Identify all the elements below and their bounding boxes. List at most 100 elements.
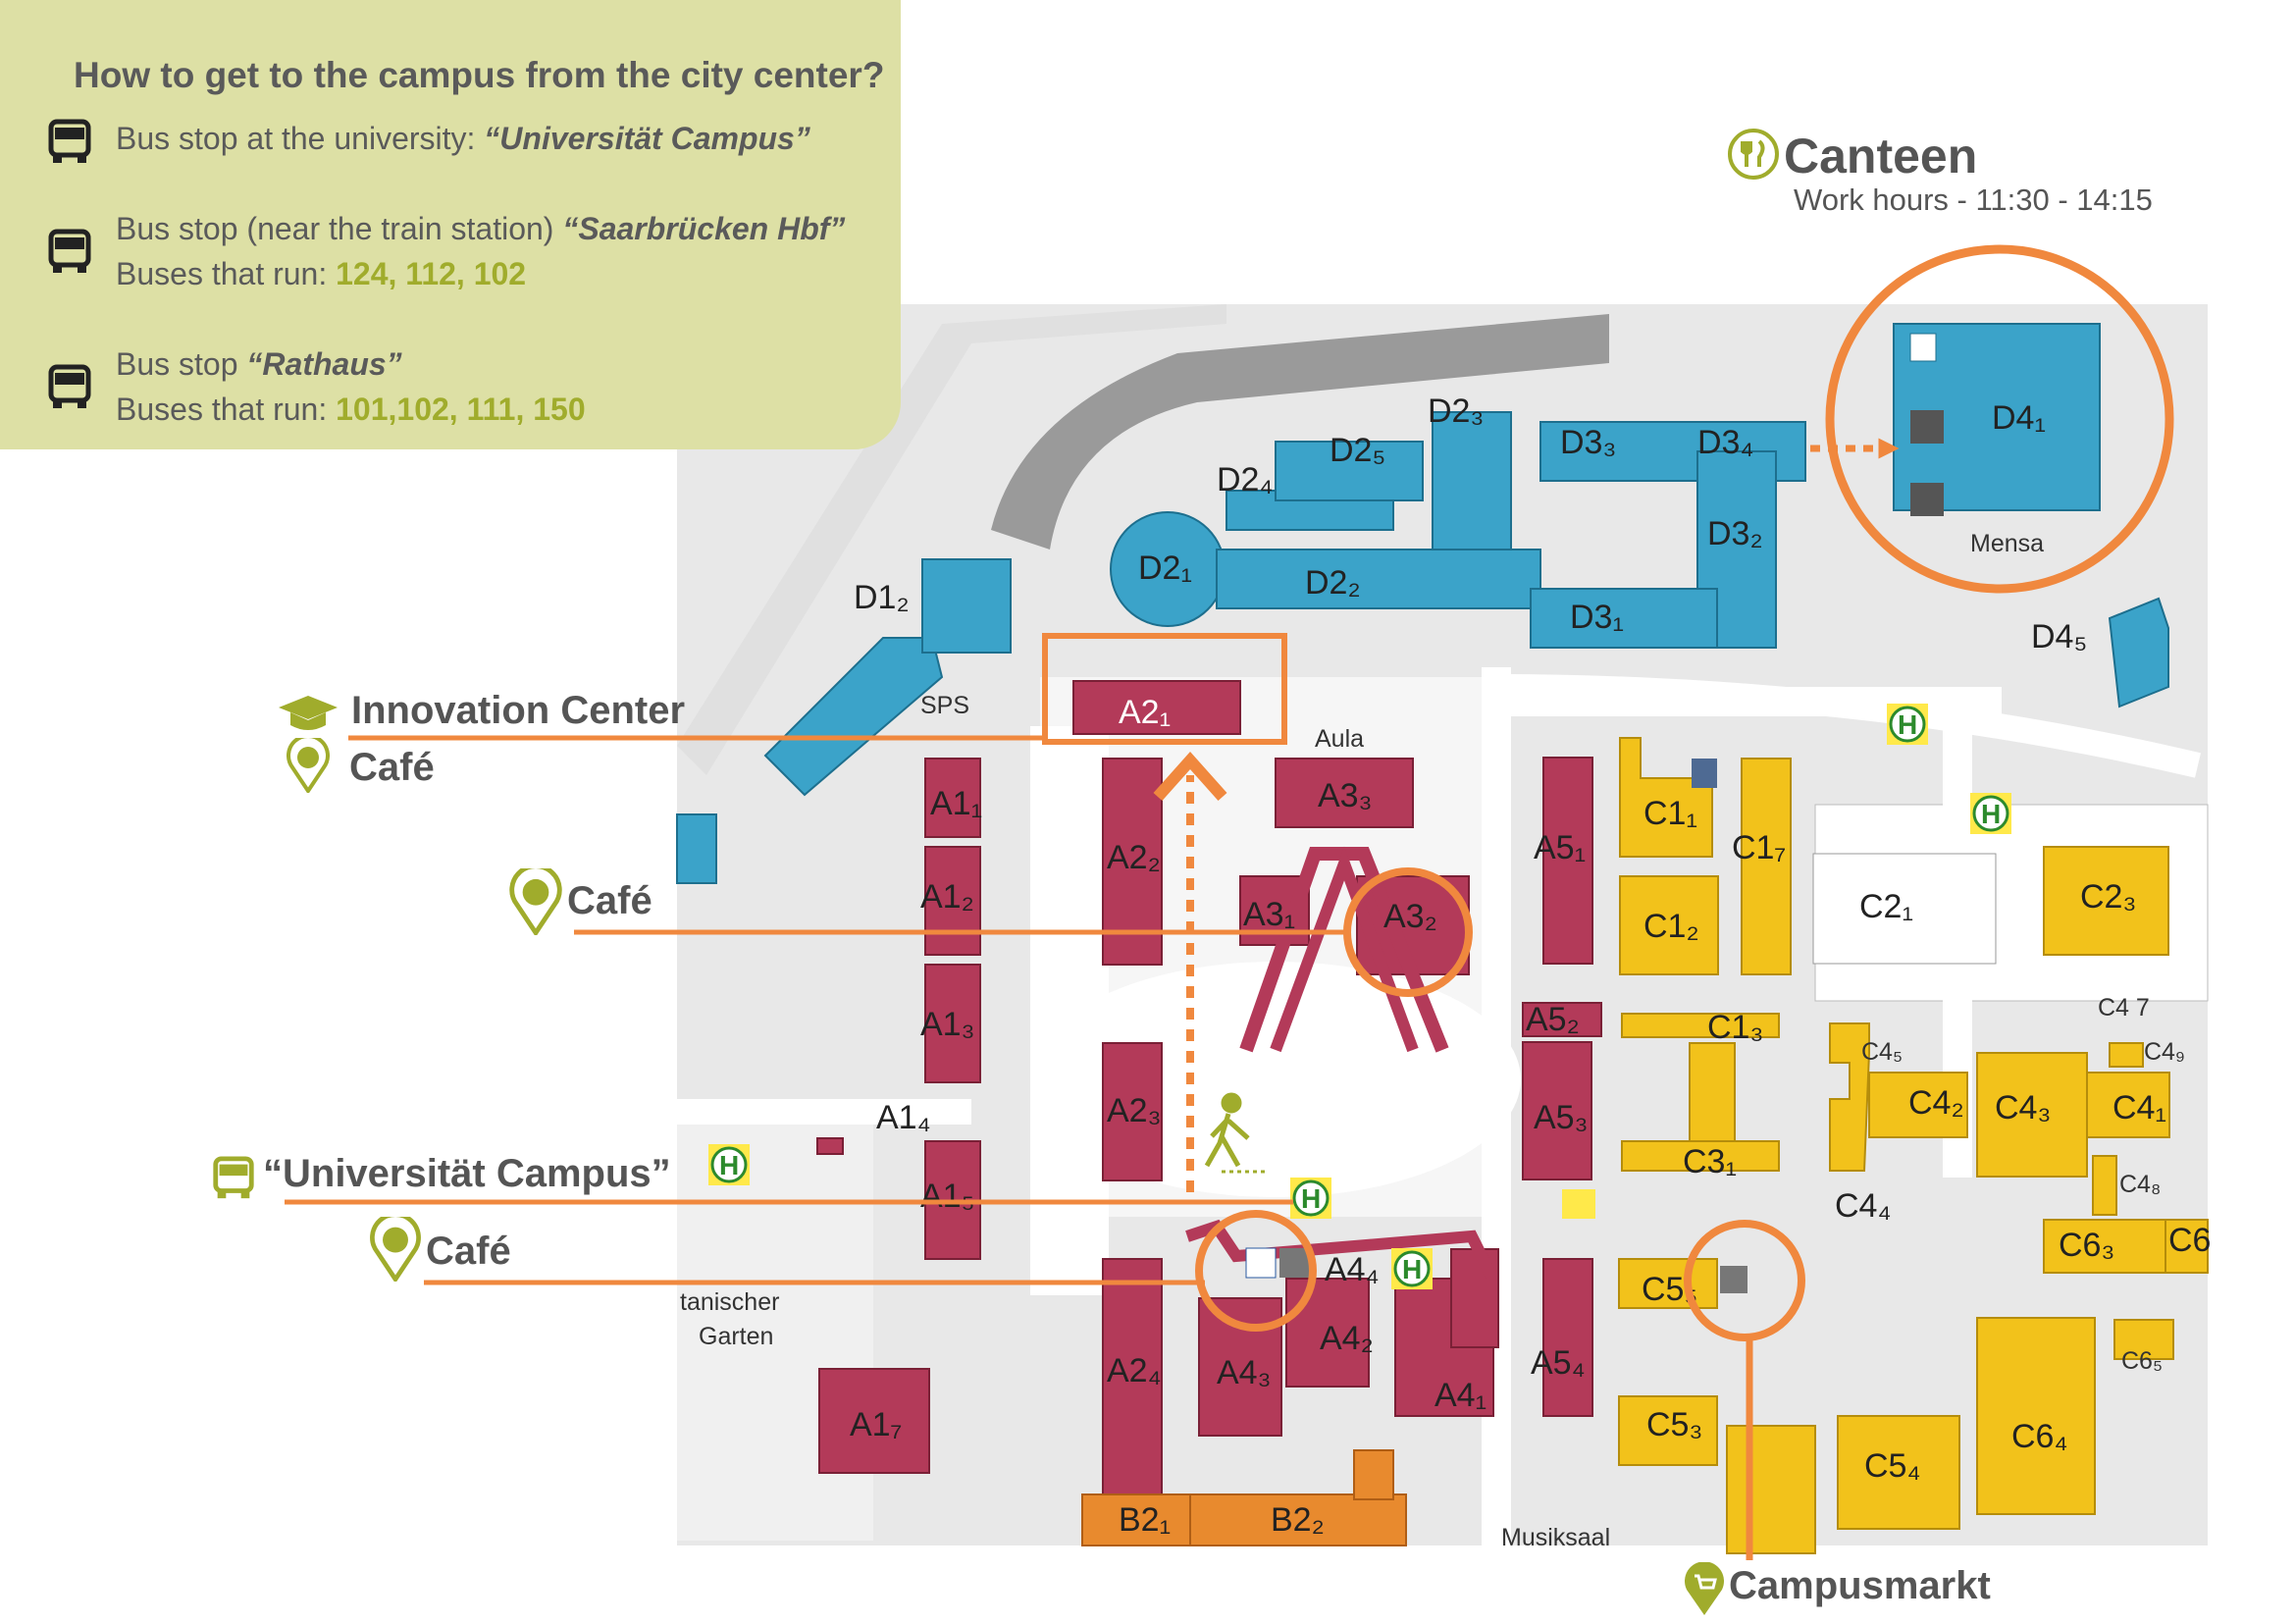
bus-stop-text: Bus stop — [116, 346, 247, 382]
svg-text:D2₄: D2₄ — [1217, 461, 1273, 498]
svg-text:A3₁: A3₁ — [1243, 896, 1295, 933]
svg-text:C1₁: C1₁ — [1643, 795, 1697, 832]
svg-text:C4 7: C4 7 — [2098, 994, 2150, 1022]
svg-text:Garten: Garten — [699, 1323, 773, 1350]
svg-text:A5₄: A5₄ — [1531, 1344, 1585, 1382]
buses-label: Buses that run: — [116, 392, 337, 427]
bus-stop-label: “Universität Campus” — [263, 1152, 671, 1195]
bus-stop-university: Bus stop at the university: “Universität… — [45, 116, 810, 167]
svg-text:C4₂: C4₂ — [1908, 1084, 1964, 1122]
bus-stop-name: “Rathaus” — [246, 346, 402, 382]
bus-stop-text: Bus stop at the university: — [116, 121, 485, 156]
svg-text:C6: C6 — [2168, 1222, 2211, 1259]
parking-area — [991, 314, 1609, 550]
bus-stop-h-icon: H — [1970, 793, 2011, 834]
bus-icon — [48, 119, 91, 163]
svg-text:C4₁: C4₁ — [2112, 1089, 2166, 1126]
bus-stop-rathaus: Bus stop “Rathaus” Buses that run: 101,1… — [45, 341, 586, 432]
svg-text:A4₂: A4₂ — [1320, 1320, 1374, 1357]
svg-text:A4₁: A4₁ — [1434, 1377, 1487, 1414]
svg-text:A5₁: A5₁ — [1534, 829, 1586, 866]
facility-icons — [1245, 333, 1944, 1293]
cutlery-icon — [1728, 129, 1779, 180]
svg-text:C1₂: C1₂ — [1643, 908, 1699, 945]
svg-text:C4₉: C4₉ — [2144, 1038, 2185, 1066]
bus-stop-hbf: Bus stop (near the train station) “Saarb… — [45, 206, 845, 296]
building-labels: D1₂ D2₁ D2₂ D2₃ D2₄ D2₅ D3₁ D3₂ D3₃ D3₄ … — [680, 393, 2211, 1551]
svg-text:SPS: SPS — [920, 692, 969, 719]
svg-text:D2₂: D2₂ — [1305, 564, 1361, 602]
pedestrian-icon — [1204, 1092, 1250, 1168]
shopping-cart-pin-icon — [1685, 1562, 1724, 1615]
svg-text:C4₃: C4₃ — [1995, 1089, 2051, 1126]
svg-text:A3₃: A3₃ — [1318, 777, 1372, 814]
svg-text:A2₄: A2₄ — [1107, 1352, 1161, 1389]
svg-text:A2₂: A2₂ — [1107, 839, 1161, 876]
svg-text:D1₂: D1₂ — [854, 579, 910, 616]
svg-text:Mensa: Mensa — [1970, 530, 2044, 557]
svg-text:C2₃: C2₃ — [2080, 878, 2136, 916]
svg-text:A3₂: A3₂ — [1383, 898, 1437, 935]
svg-text:C1₃: C1₃ — [1707, 1009, 1763, 1046]
svg-text:D3₂: D3₂ — [1707, 515, 1763, 552]
svg-text:A1₃: A1₃ — [920, 1006, 974, 1043]
svg-text:C6₄: C6₄ — [2011, 1418, 2067, 1455]
buses-label: Buses that run: — [116, 256, 337, 291]
bus-stop-h-icon: H — [1887, 704, 1928, 745]
bus-icon — [48, 364, 91, 408]
bus-stop-h-icon: H — [1290, 1178, 1331, 1219]
svg-text:H: H — [1402, 1254, 1422, 1284]
svg-text:C4₄: C4₄ — [1835, 1187, 1891, 1225]
bus-stop-h-icon: H — [708, 1144, 750, 1185]
svg-text:D3₁: D3₁ — [1570, 599, 1624, 636]
svg-text:A2₁: A2₁ — [1119, 694, 1171, 731]
svg-text:Musiksaal: Musiksaal — [1501, 1524, 1610, 1551]
coffee-pin-icon — [287, 738, 330, 793]
svg-text:Aula: Aula — [1315, 725, 1364, 753]
coffee-pin-icon — [509, 868, 562, 935]
post-office-icon — [1562, 1189, 1595, 1219]
svg-text:C6₅: C6₅ — [2121, 1347, 2163, 1375]
svg-text:A1₂: A1₂ — [920, 878, 974, 916]
svg-text:C5₄: C5₄ — [1864, 1447, 1920, 1485]
highlights — [285, 244, 2174, 1560]
svg-text:D2₁: D2₁ — [1138, 550, 1192, 587]
svg-text:C1₇: C1₇ — [1732, 829, 1786, 866]
svg-text:tanischer: tanischer — [680, 1288, 779, 1316]
innovation-center-label: Innovation Center — [351, 689, 686, 732]
svg-text:A2₃: A2₃ — [1107, 1092, 1161, 1129]
graduation-cap-icon — [279, 696, 338, 730]
bus-stop-text: Bus stop (near the train station) — [116, 211, 563, 246]
c2-1-building — [1812, 853, 1997, 965]
svg-text:A4₄: A4₄ — [1325, 1251, 1379, 1288]
info-panel: How to get to the campus from the city c… — [0, 0, 901, 449]
svg-text:C5₃: C5₃ — [1646, 1406, 1702, 1443]
svg-text:B2₁: B2₁ — [1119, 1501, 1171, 1539]
bus-numbers: 101,102, 111, 150 — [336, 392, 586, 427]
campusmarkt-label: Campusmarkt — [1729, 1564, 1991, 1607]
c-buildings — [1618, 737, 2209, 1554]
bus-stop-name: “Universität Campus” — [484, 121, 810, 156]
svg-text:C2₁: C2₁ — [1859, 888, 1913, 925]
svg-text:D4₅: D4₅ — [2031, 618, 2087, 655]
b-buildings — [1081, 1449, 1407, 1546]
svg-text:A1₅: A1₅ — [920, 1178, 974, 1215]
svg-text:D3₄: D3₄ — [1697, 424, 1753, 461]
svg-text:A1₁: A1₁ — [930, 785, 982, 822]
svg-text:C6₃: C6₃ — [2059, 1227, 2114, 1264]
canteen-title: Canteen — [1784, 129, 1978, 183]
svg-text:A1₄: A1₄ — [876, 1099, 930, 1136]
svg-text:D3₃: D3₃ — [1560, 424, 1616, 461]
svg-text:D4₁: D4₁ — [1992, 399, 2046, 437]
bus-stop-h-icons: H H H H H — [708, 704, 2011, 1289]
svg-text:C4₅: C4₅ — [1861, 1038, 1903, 1066]
canteen-hours: Work hours - 11:30 - 14:15 — [1794, 183, 2153, 217]
cafe-label-a3: Café — [567, 879, 652, 922]
bus-icon — [48, 229, 91, 273]
bus-stop-h-icon: H — [1391, 1248, 1433, 1289]
info-title: How to get to the campus from the city c… — [74, 55, 885, 95]
cafe-label-a4: Café — [426, 1230, 511, 1273]
svg-text:H: H — [1301, 1183, 1321, 1214]
svg-text:H: H — [1981, 799, 2001, 829]
